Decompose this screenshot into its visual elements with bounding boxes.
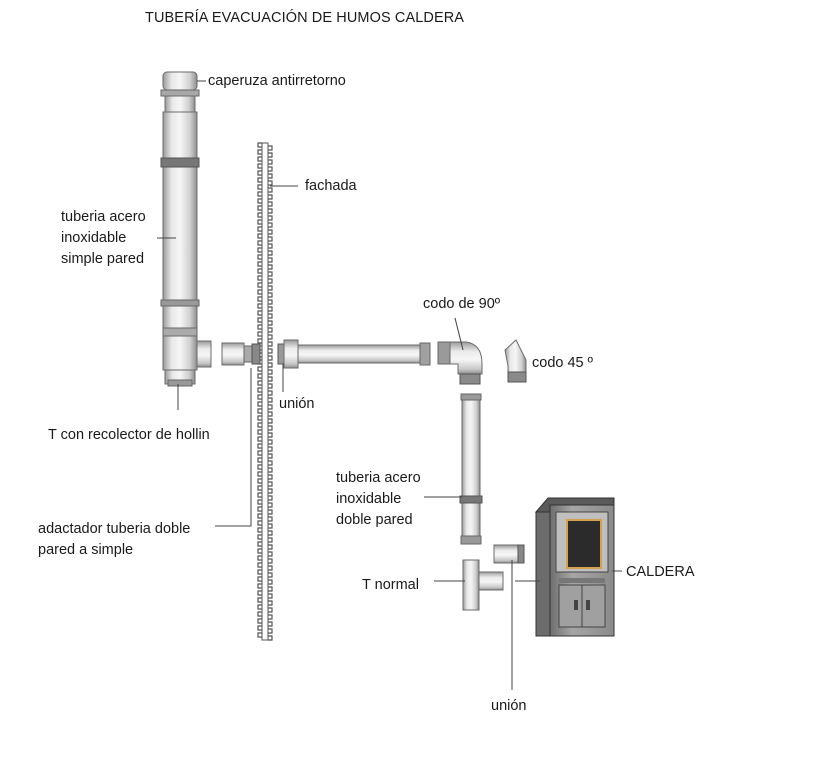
codo-90 <box>437 341 483 385</box>
t-recolector-hollin <box>162 327 212 387</box>
union-caldera <box>493 544 525 564</box>
caperuza-antirretorno <box>160 71 200 113</box>
leader-lines <box>157 80 622 690</box>
tuberia-horizontal <box>297 342 431 366</box>
fachada-wall <box>257 142 273 641</box>
union-pared <box>277 339 299 369</box>
label-adaptador: adactador tuberia doble pared a simple <box>38 521 191 558</box>
codo-45 <box>504 339 527 383</box>
tuberia-doble-pared <box>459 393 483 545</box>
label-union-top: unión <box>279 396 315 412</box>
label-t-recolector: T con recolector de hollin <box>48 427 210 443</box>
label-codo-90: codo de 90º <box>423 296 501 312</box>
caldera <box>534 497 615 637</box>
label-union-bottom: unión <box>491 698 527 714</box>
label-caldera: CALDERA <box>626 564 695 580</box>
label-codo-45: codo 45 º <box>532 355 593 371</box>
adaptador-doble-simple <box>221 342 261 366</box>
label-fachada: fachada <box>305 178 357 194</box>
label-t-normal: T normal <box>362 577 419 593</box>
tuberia-simple-pared <box>160 111 200 335</box>
t-normal <box>462 559 504 611</box>
diagram-title: TUBERÍA EVACUACIÓN DE HUMOS CALDERA <box>145 10 465 26</box>
label-tuberia-simple: tuberia acero inoxidable simple pared <box>61 209 146 267</box>
label-caperuza: caperuza antirretorno <box>208 73 346 89</box>
label-tuberia-doble: tuberia acero inoxidable doble pared <box>336 470 421 528</box>
